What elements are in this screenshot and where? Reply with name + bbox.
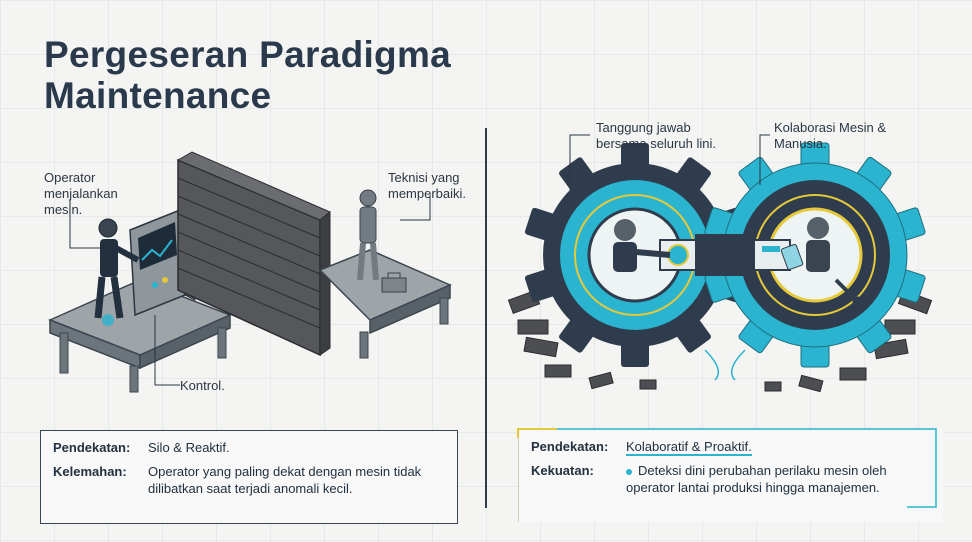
technician-platform	[318, 249, 452, 359]
approach-key: Pendekatan:	[53, 440, 131, 455]
silo-scene	[48, 151, 452, 393]
operator-label: Operator menjalankan mesin.	[44, 170, 118, 217]
toolbox-icon	[381, 272, 407, 293]
right-info-box: Pendekatan: Kolaboratif & Proaktif. Keku…	[517, 428, 943, 522]
collaboration-label: Kolaborasi Mesin & Manusia.	[774, 120, 886, 151]
weakness-value: Operator yang paling dekat dengan mesin …	[148, 464, 422, 496]
panel-divider	[485, 128, 487, 508]
strength-value: Deteksi dini perubahan perilaku mesin ol…	[626, 463, 887, 495]
approach-key: Pendekatan:	[531, 439, 609, 454]
box-corner-frame	[517, 428, 937, 508]
strength-key: Kekuatan:	[531, 463, 594, 478]
technician-label: Teknisi yang memperbaiki.	[388, 170, 467, 201]
approach-value: Silo & Reaktif.	[148, 440, 230, 455]
worker-icon	[806, 217, 830, 272]
approach-value: Kolaboratif & Proaktif.	[626, 439, 752, 456]
control-label: Kontrol.	[180, 378, 225, 393]
collaboration-scene	[507, 134, 933, 393]
operator-icon	[94, 218, 140, 326]
operator-platform	[48, 279, 232, 393]
page-title: Pergeseran Paradigma Maintenance	[44, 34, 452, 116]
tablet-icon	[780, 243, 804, 271]
robot-arm	[659, 234, 791, 276]
shared-responsibility-label: Tanggung jawab bersama seluruh lini.	[596, 120, 716, 151]
bullet-icon	[626, 468, 632, 475]
worker-icon	[613, 219, 671, 272]
left-info-box: Pendekatan: Silo & Reaktif. Kelemahan: O…	[40, 430, 458, 524]
wrench-icon	[834, 278, 864, 308]
brick-wall-icon	[176, 151, 331, 357]
technician-icon	[357, 189, 379, 281]
weakness-key: Kelemahan:	[53, 464, 127, 479]
